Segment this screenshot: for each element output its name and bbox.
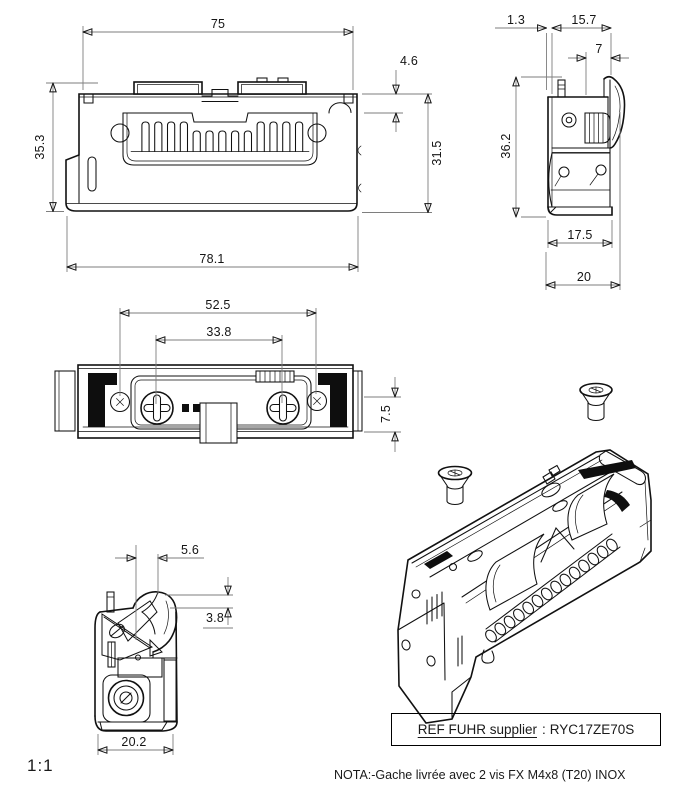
dim-label-detail-width: 20.2 <box>121 735 147 749</box>
supplier-ref-box: REF FUHR supplier : RYC17ZE70S <box>391 713 661 746</box>
dim-label-lip-width: 7 <box>595 42 603 56</box>
dim-label-side-height-right: 31.5 <box>430 140 444 166</box>
dim-label-front-top-width: 75 <box>210 17 226 31</box>
scale-label: 1:1 <box>27 756 54 775</box>
dim-label-outer-screw-span: 52.5 <box>205 298 231 312</box>
top-view <box>54 308 401 452</box>
dim-label-side-depth: 15.7 <box>571 13 597 27</box>
dim-label-body-depth: 17.5 <box>567 228 593 242</box>
dim-label-side-height: 36.2 <box>499 133 513 159</box>
dim-label-front-height: 35.3 <box>33 134 47 160</box>
front-view-dim-lines <box>46 26 432 272</box>
supplier-ref-value: RYC17ZE70S <box>549 722 635 737</box>
front-screw-hole-right <box>307 123 327 143</box>
isometric-view <box>397 382 652 724</box>
countersunk-screw-right <box>579 382 613 421</box>
top-view-dim-lines <box>120 308 401 452</box>
front-screw-hole-left <box>110 123 130 143</box>
supplier-ref-separator: : <box>541 722 546 737</box>
coil-spring <box>485 538 618 643</box>
dim-label-front-width: 78.1 <box>199 252 225 266</box>
iso-pad-right <box>578 460 636 479</box>
front-view <box>46 26 432 272</box>
dim-label-plate-thickness: 1.3 <box>507 13 525 27</box>
section-detail-view <box>94 545 233 755</box>
note-text: NOTA:-Gache livrée avec 2 vis FX M4x8 (T… <box>334 768 626 782</box>
dim-label-inner-screw-span: 33.8 <box>206 325 232 339</box>
dim-label-overall-depth: 20 <box>576 270 592 284</box>
rubber-pad-right <box>318 373 347 427</box>
section-dim-lines <box>98 545 233 755</box>
rubber-pad-left <box>88 373 117 427</box>
dim-label-lip-height: 7.5 <box>379 405 393 423</box>
side-view-dim-lines <box>495 28 629 290</box>
countersunk-screw-left <box>437 465 473 505</box>
phillips-screw-right <box>266 391 300 425</box>
side-view <box>495 28 629 290</box>
center-tab <box>199 402 238 444</box>
dim-label-lip-drop: 3.8 <box>206 611 224 625</box>
dim-label-latch-offset: 5.6 <box>181 543 199 557</box>
dim-label-keeper-offset: 4.6 <box>400 54 418 68</box>
phillips-screw-left <box>140 391 174 425</box>
supplier-ref-label: REF FUHR supplier <box>417 722 537 737</box>
iso-pad-left <box>424 551 453 569</box>
lock-barrel <box>107 679 145 717</box>
spring-ribs <box>141 121 304 153</box>
